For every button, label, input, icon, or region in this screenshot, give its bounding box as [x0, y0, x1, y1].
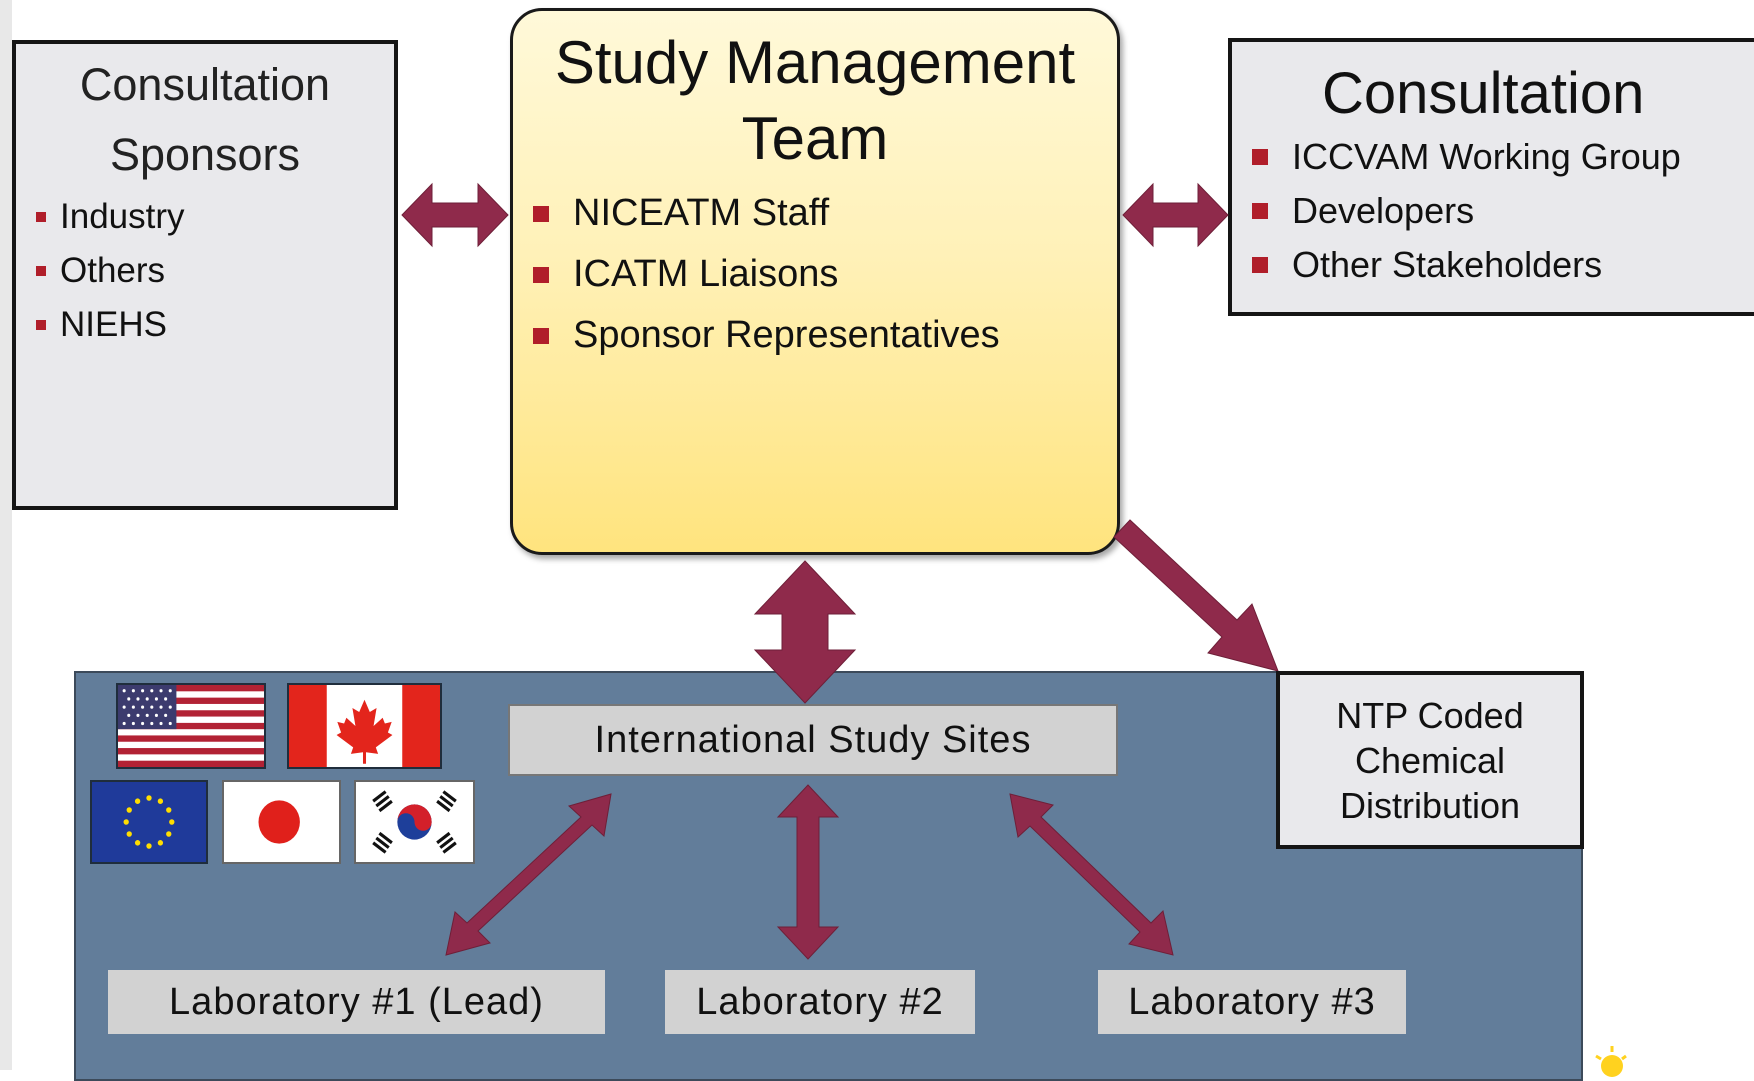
ntp-distribution-label: NTP Coded Chemical Distribution [1336, 694, 1524, 826]
consultation-item: ICCVAM Working Group [1252, 130, 1754, 184]
double-arrow-sites-lab2 [776, 784, 840, 960]
korea-flag-icon [354, 780, 475, 864]
bullet-square-icon [533, 205, 549, 222]
sponsors-list: Industry Others NIEHS [16, 190, 394, 352]
left-edge-strip [0, 0, 12, 1070]
sponsor-item: Industry [36, 190, 394, 244]
consultation-box: Consultation ICCVAM Working Group Develo… [1228, 38, 1754, 316]
team-title-line2: Team [741, 105, 889, 172]
laboratory-2-label: Laboratory #2 [665, 970, 975, 1034]
sponsors-box: Consultation Sponsors Industry Others NI… [12, 40, 398, 510]
us-flag-icon [116, 683, 266, 769]
team-item-label: Sponsor Representatives [573, 314, 1000, 356]
team-item-label: NICEATM Staff [573, 192, 830, 234]
double-arrow-team-sites [753, 560, 857, 704]
team-item-label: ICATM Liaisons [573, 253, 839, 295]
team-item: Sponsor Representatives [533, 305, 1117, 366]
japan-flag-icon [222, 780, 341, 864]
double-arrow-sponsors-team [401, 182, 509, 248]
canada-flag-icon [287, 683, 442, 769]
eu-flag-icon [90, 780, 208, 864]
bullet-square-icon [36, 320, 46, 330]
bullet-square-icon [36, 266, 46, 276]
sponsor-item-label: Others [60, 251, 166, 290]
bullet-square-icon [1252, 257, 1268, 273]
study-management-team-box: Study Management Team NICEATM Staff ICAT… [510, 8, 1120, 555]
consultation-item: Other Stakeholders [1252, 238, 1754, 292]
double-arrow-sites-lab1 [445, 793, 612, 956]
ntp-distribution-box: NTP Coded Chemical Distribution [1276, 671, 1584, 849]
team-list: NICEATM Staff ICATM Liaisons Sponsor Rep… [513, 183, 1117, 366]
team-title-line1: Study Management [554, 29, 1076, 96]
laboratory-1-label: Laboratory #1 (Lead) [108, 970, 605, 1034]
consultation-list: ICCVAM Working Group Developers Other St… [1232, 130, 1754, 292]
team-item: ICATM Liaisons [533, 244, 1117, 305]
consultation-item-label: Other Stakeholders [1292, 244, 1603, 285]
bullet-square-icon [36, 212, 46, 222]
consultation-title: Consultation [1322, 61, 1645, 126]
team-item: NICEATM Staff [533, 183, 1117, 244]
sponsor-item-label: NIEHS [60, 305, 167, 344]
sponsor-item: Others [36, 244, 394, 298]
double-arrow-sites-lab3 [1009, 793, 1174, 956]
international-study-sites-label: International Study Sites [508, 704, 1118, 776]
sponsor-item: NIEHS [36, 298, 394, 352]
sponsors-heading-line2: Sponsors [109, 129, 301, 180]
sun-logo-icon [1595, 1046, 1627, 1077]
sponsor-item-label: Industry [60, 197, 185, 236]
arrow-team-ntp [1113, 519, 1279, 672]
bullet-square-icon [533, 266, 549, 283]
consultation-item: Developers [1252, 184, 1754, 238]
bullet-square-icon [1252, 203, 1268, 219]
sponsors-heading-line1: Consultation [79, 59, 331, 110]
consultation-item-label: ICCVAM Working Group [1292, 136, 1681, 177]
consultation-item-label: Developers [1292, 190, 1475, 231]
double-arrow-team-consultation [1122, 182, 1229, 248]
bullet-square-icon [1252, 149, 1268, 165]
bullet-square-icon [533, 327, 549, 344]
laboratory-3-label: Laboratory #3 [1098, 970, 1406, 1034]
